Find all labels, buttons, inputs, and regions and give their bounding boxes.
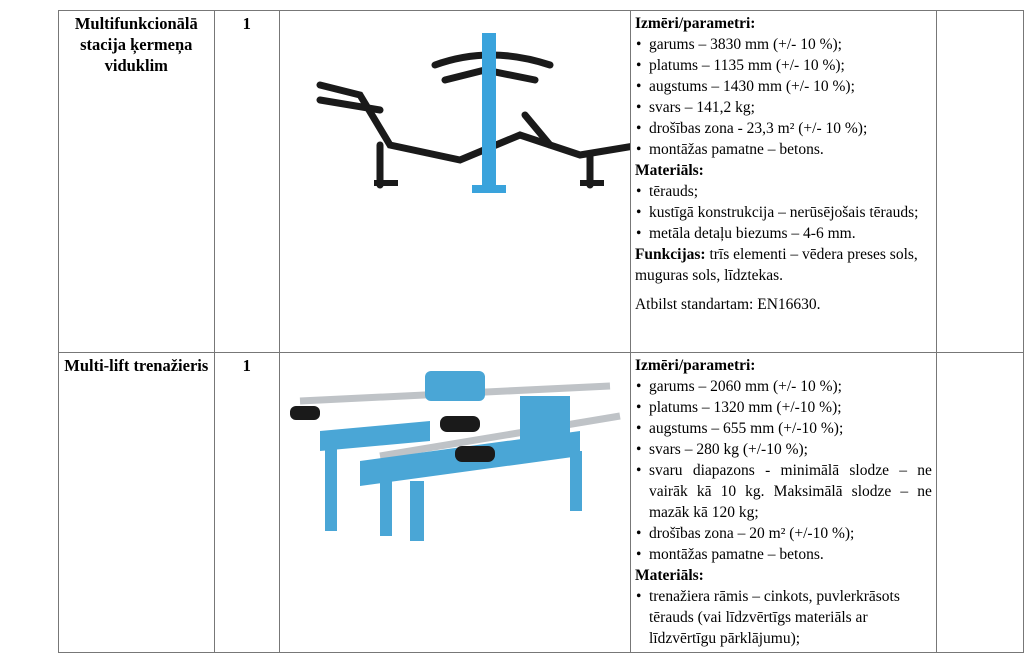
spec-item: garums – 3830 mm (+/- 10 %); [635,34,932,55]
equipment-image [278,10,644,353]
spec-item: svars – 280 kg (+/-10 %); [635,439,932,460]
spec-item: platums – 1135 mm (+/- 10 %); [635,55,932,76]
quantity: 1 [213,10,280,353]
material-item: tērauds; [635,181,932,202]
spec-item: drošības zona - 23,3 m² (+/- 10 %); [635,118,932,139]
equipment-table: Multifunkcionālā stacija ķermeņa vidukli… [58,10,1024,653]
params-heading: Izmēri/parametri: [634,357,756,374]
functions-heading: Funkcijas: [634,246,706,263]
equipment-image [278,352,631,653]
spec-item: svaru diapazons - minimālā slodze – ne v… [635,460,932,523]
equipment-name: Multifunkcionālā stacija ķermeņa vidukli… [58,10,215,353]
specification: Izmēri/parametri: garums – 2060 mm (+/- … [629,352,937,653]
functions: Funkcijas: trīs elementi – vēdera preses… [635,244,932,286]
spec-item: platums – 1320 mm (+/-10 %); [635,397,932,418]
material-item: trenažiera rāmis – cinkots, puvlerkrāsot… [635,586,932,649]
spec-item: svars – 141,2 kg; [635,97,932,118]
material-heading: Materiāls: [634,567,704,584]
functions-text: trīs elementi – vēdera preses sols, mugu… [634,246,918,284]
specification: Izmēri/parametri: garums – 3830 mm (+/- … [629,10,937,353]
table-row: Multifunkcionālā stacija ķermeņa vidukli… [58,10,1024,353]
spec-item: garums – 2060 mm (+/- 10 %); [635,376,932,397]
spec-item: montāžas pamatne – betons. [635,139,932,160]
material-heading: Materiāls: [634,162,704,179]
spec-item: augstums – 655 mm (+/-10 %); [635,418,932,439]
spec-item: augstums – 1430 mm (+/- 10 %); [635,76,932,97]
table-row: Multi-lift trenažieris 1 Izmēri/parametr… [58,352,1024,653]
material-item: kustīgā konstrukcija – nerūsējošais tēra… [635,202,932,223]
empty-cell [935,10,1024,353]
standard: Atbilst standartam: EN16630. [634,296,821,313]
params-heading: Izmēri/parametri: [634,15,756,32]
equipment-name: Multi-lift trenažieris [58,352,215,653]
spec-item: drošības zona – 20 m² (+/-10 %); [635,523,932,544]
material-item: metāla detaļu biezums – 4-6 mm. [635,223,932,244]
quantity: 1 [213,352,280,653]
spec-item: montāžas pamatne – betons. [635,544,932,565]
empty-cell [935,352,1024,653]
